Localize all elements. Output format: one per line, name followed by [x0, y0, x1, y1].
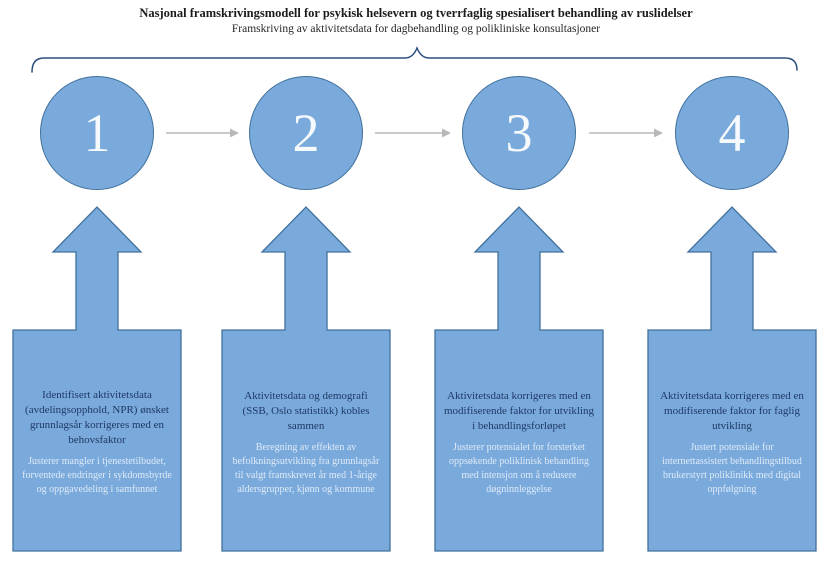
step-3-heading: Aktivitetsdata korrigeres med en modifis…: [444, 389, 594, 432]
step-1-number: 1: [83, 103, 111, 163]
step-1-heading: Identifisert aktivitetsdata (avdelingsop…: [25, 389, 169, 446]
step-4-circle: 4: [675, 76, 789, 190]
step-1-up-arrow-box-shape: [12, 206, 182, 552]
step-2-heading: Aktivitetsdata og demografi (SSB, Oslo s…: [242, 389, 370, 432]
step-2-box: Aktivitetsdata og demografi (SSB, Oslo s…: [231, 340, 381, 545]
step-2-detail: Beregning av effekten av befolkningsutvi…: [232, 441, 380, 495]
step-2-number: 2: [292, 103, 320, 163]
flow-arrow-icon: [166, 128, 239, 138]
step-1-detail: Justerer mangler i tjenestetilbudet, for…: [22, 456, 172, 495]
step-4-number: 4: [718, 103, 746, 163]
step-2-up-arrow-box-shape: [221, 206, 391, 552]
step-4-heading: Aktivitetsdata korrigeres med en modifis…: [660, 389, 804, 432]
step-3-circle: 3: [462, 76, 576, 190]
diagram-title: Nasjonal framskrivingsmodell for psykisk…: [139, 6, 693, 20]
step-3-up-arrow-box-shape: [434, 206, 604, 552]
flow-arrow-icon: [375, 128, 451, 138]
flow-connectors: [166, 128, 663, 138]
step-4-box: Aktivitetsdata korrigeres med en modifis…: [657, 340, 807, 545]
flow-arrow-icon: [589, 128, 663, 138]
step-2-circle: 2: [249, 76, 363, 190]
diagram-subtitle: Framskriving av aktivitetsdata for dagbe…: [231, 23, 601, 35]
step-1-box: Identifisert aktivitetsdata (avdelingsop…: [22, 340, 172, 545]
step-1-circle: 1: [40, 76, 154, 190]
step-3-number: 3: [505, 103, 533, 163]
step-4-detail: Justert potensiale for internettassister…: [662, 441, 802, 495]
step-3-box: Aktivitetsdata korrigeres med en modifis…: [444, 340, 594, 545]
step-3-detail: Justerer potensialet for forsterket opps…: [449, 441, 589, 495]
top-brace-icon: [31, 45, 798, 73]
step-4-up-arrow-box-shape: [647, 206, 817, 552]
